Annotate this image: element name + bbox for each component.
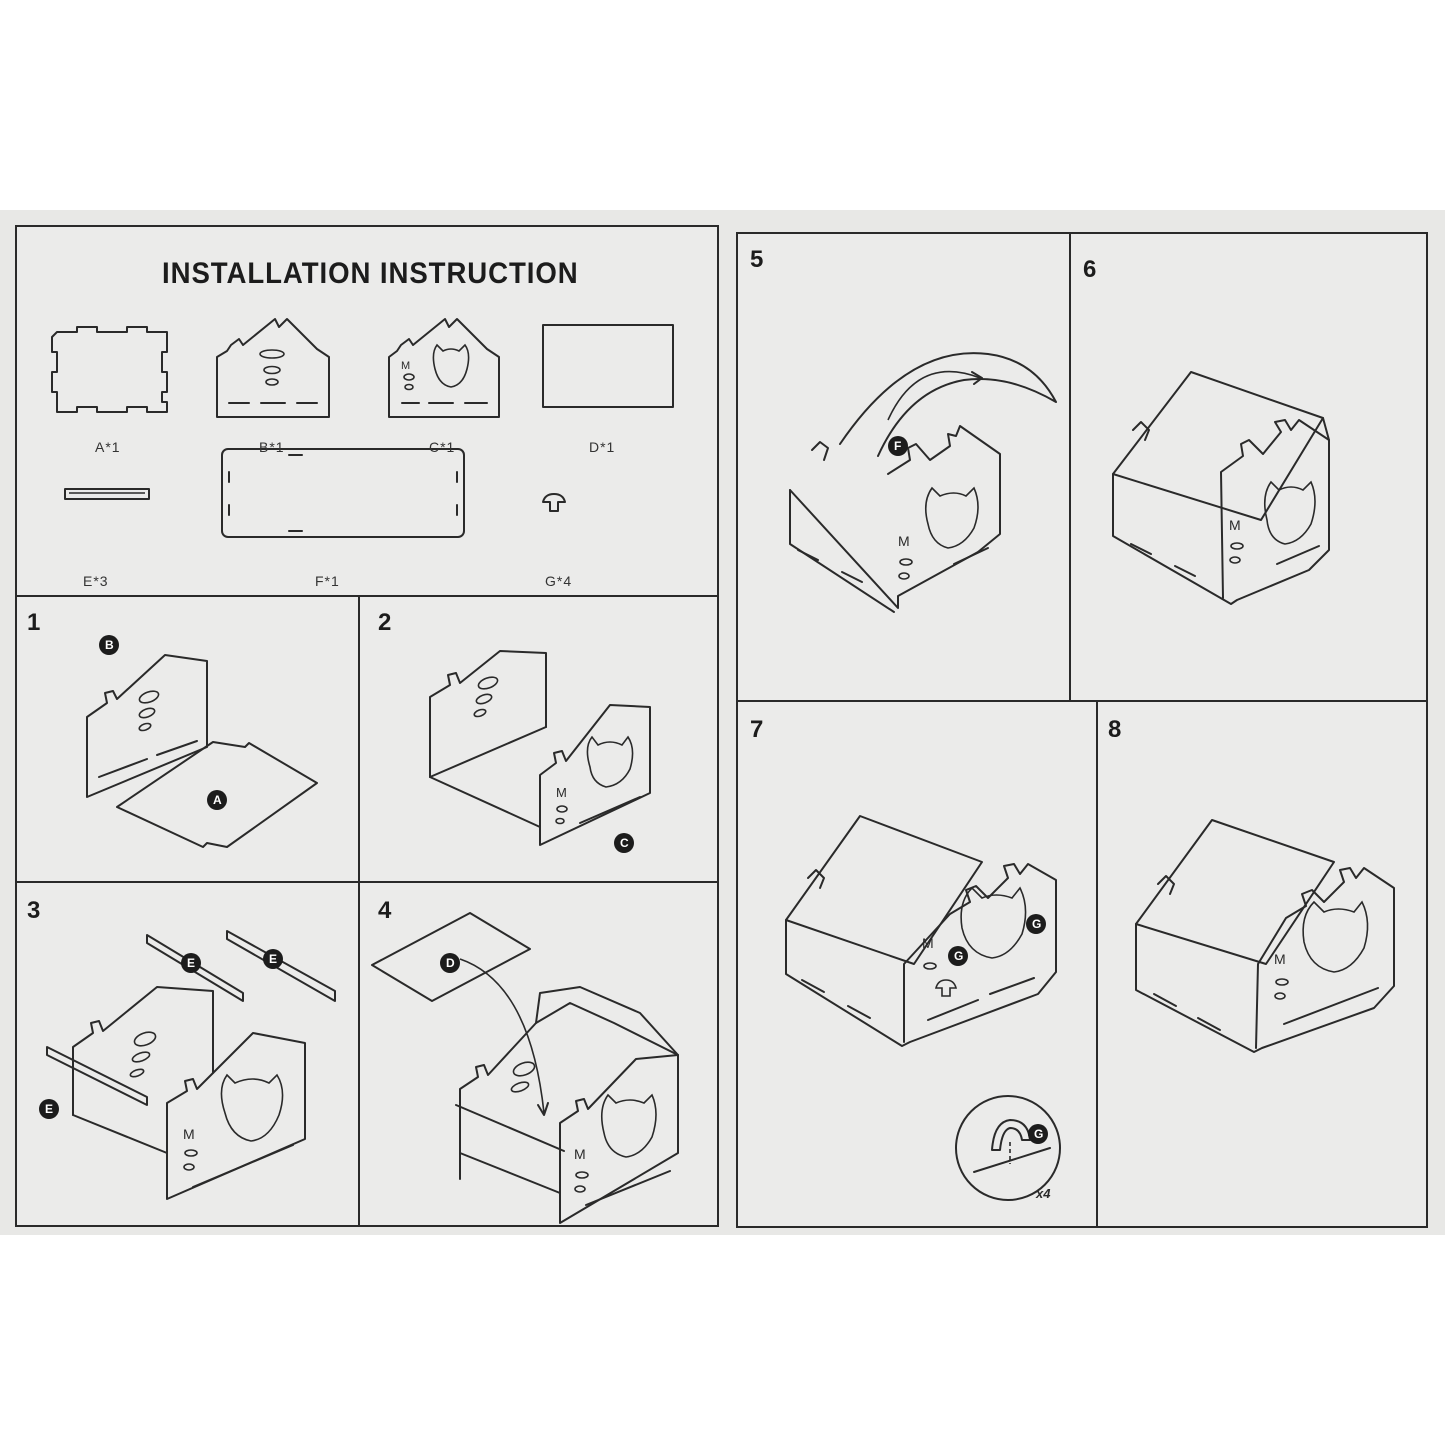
svg-text:M: M [922, 935, 934, 951]
svg-text:M: M [401, 360, 410, 372]
svg-text:F: F [894, 439, 901, 453]
divider-v [358, 596, 360, 1227]
page-title: INSTALLATION INSTRUCTION [162, 257, 579, 290]
part-label-f: F*1 [315, 573, 340, 589]
divider-v-bottom [1096, 701, 1098, 1228]
svg-text:M: M [1274, 951, 1286, 967]
step-number: 1 [27, 609, 41, 636]
step-2: 2 M C [360, 597, 719, 881]
svg-text:M: M [183, 1126, 195, 1142]
svg-text:D: D [446, 956, 455, 970]
instruction-sheet: INSTALLATION INSTRUCTION M [0, 210, 1445, 1235]
step-1: 1 B A [17, 597, 358, 881]
svg-text:M: M [1229, 517, 1241, 533]
part-e-drawing [64, 488, 150, 500]
detail-count: x4 [1035, 1186, 1051, 1201]
svg-text:M: M [898, 533, 910, 549]
svg-text:E: E [45, 1102, 53, 1116]
svg-text:A: A [213, 793, 222, 807]
step-number: 4 [378, 897, 392, 924]
step-number: 8 [1108, 716, 1122, 743]
step-number: 5 [750, 246, 764, 273]
right-panel: 5 M F 6 [736, 232, 1428, 1228]
step-6: 6 M [1071, 234, 1428, 700]
step-5: 5 M F [738, 234, 1069, 700]
svg-text:C: C [620, 836, 629, 850]
step-8: 8 M [1098, 702, 1428, 1228]
part-label-c: C*1 [429, 439, 456, 455]
svg-text:G: G [1032, 917, 1041, 931]
part-a-drawing [51, 326, 168, 413]
divider-v-top [1069, 234, 1071, 701]
svg-text:M: M [574, 1146, 586, 1162]
svg-text:G: G [954, 949, 963, 963]
svg-text:G: G [1034, 1127, 1043, 1141]
divider-h2 [15, 881, 719, 883]
part-label-a: A*1 [95, 439, 121, 455]
part-label-e: E*3 [83, 573, 109, 589]
step-number: 6 [1083, 256, 1097, 283]
svg-text:B: B [105, 638, 114, 652]
divider-h [738, 700, 1428, 702]
part-label-b: B*1 [259, 439, 285, 455]
divider-h1 [15, 595, 719, 597]
step-number: 7 [750, 716, 764, 743]
part-label-g: G*4 [545, 573, 573, 589]
part-d-drawing [542, 324, 674, 408]
part-c-drawing: M [388, 318, 500, 418]
part-g-drawing [542, 493, 566, 512]
part-label-d: D*1 [589, 439, 616, 455]
left-panel: INSTALLATION INSTRUCTION M [15, 225, 719, 1227]
step-4: 4 M D [360, 883, 719, 1227]
svg-text:E: E [187, 956, 195, 970]
part-f-drawing [221, 448, 465, 538]
step-3: 3 M E E E [17, 883, 358, 1227]
svg-text:M: M [556, 785, 567, 800]
svg-text:E: E [269, 952, 277, 966]
part-b-drawing [216, 318, 330, 418]
step-7: 7 M G G G x4 [738, 702, 1096, 1228]
step-number: 3 [27, 897, 41, 924]
step-number: 2 [378, 609, 392, 636]
